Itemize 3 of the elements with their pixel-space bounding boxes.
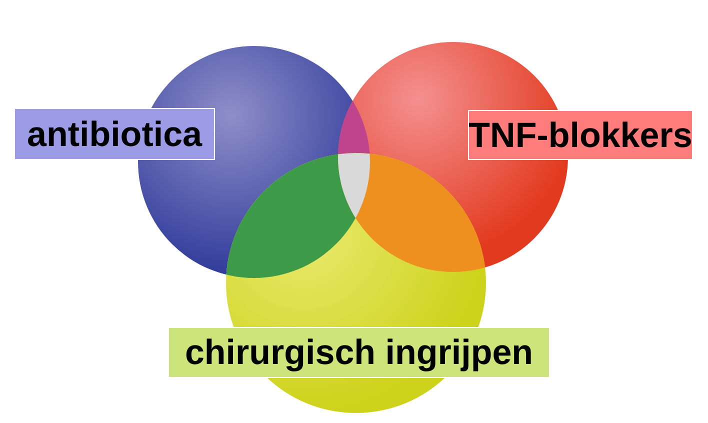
label-box: antibiotica	[14, 108, 215, 160]
label-box: chirurgisch ingrijpen	[168, 327, 550, 378]
label-box: TNF-blokkers	[468, 110, 693, 160]
